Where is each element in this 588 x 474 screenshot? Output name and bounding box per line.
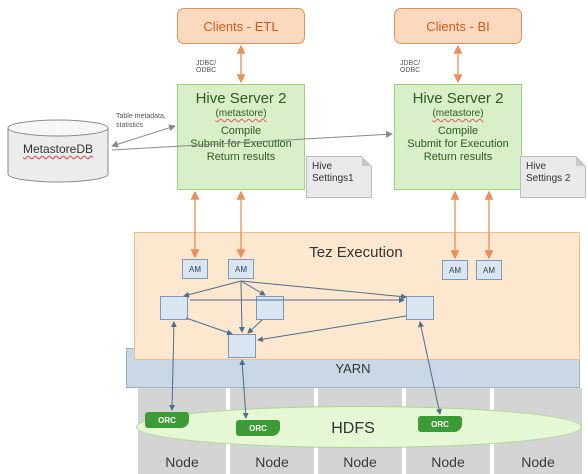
task-box-3 [406, 296, 434, 320]
orc-label: ORC [249, 423, 267, 433]
hive-settings-note-1: Hive Settings1 [306, 156, 372, 198]
metastore-db-label-box: MetastoreDB [6, 138, 110, 160]
am-box-2: AM [228, 259, 254, 279]
hdfs-layer [136, 406, 582, 448]
note-line: Settings1 [312, 173, 354, 184]
clients-etl-box: Clients - ETL [177, 8, 305, 44]
hive-server-subtitle: (metastore) [215, 108, 267, 119]
protocol-label-etl: JDBC/ ODBC [196, 60, 217, 74]
am-box-1: AM [182, 259, 208, 279]
metastore-db-label: MetastoreDB [22, 142, 94, 156]
orc-file-2: ORC [236, 420, 280, 436]
am-label: AM [449, 265, 461, 275]
orc-label: ORC [431, 419, 449, 429]
node-label: Node [343, 454, 377, 470]
tez-title-label: Tez Execution [309, 243, 403, 261]
hive-server-subtitle: (metastore) [432, 108, 484, 119]
edge-label-line: statistics [116, 122, 143, 129]
am-box-3: AM [442, 260, 468, 280]
task-box-2 [256, 296, 284, 320]
node-label: Node [255, 454, 289, 470]
node-label: Node [521, 454, 555, 470]
hive-server-title: Hive Server 2 [412, 90, 504, 107]
node-label: Node [165, 454, 199, 470]
note-line: Hive [526, 161, 547, 172]
clients-bi-box: Clients - BI [394, 8, 522, 44]
edge-label-line: Table metadata, [116, 113, 166, 120]
clients-etl-label: Clients - ETL [203, 18, 279, 34]
hdfs-label: HDFS [331, 420, 375, 437]
hive-server-line: Submit for Execution [190, 138, 292, 150]
am-label: AM [189, 264, 201, 274]
task-box-1 [160, 296, 188, 320]
tez-title: Tez Execution [286, 242, 426, 262]
orc-file-3: ORC [418, 416, 462, 432]
hive-server-title: Hive Server 2 [195, 90, 287, 107]
note-fold [576, 156, 586, 166]
node-label: Node [431, 454, 465, 470]
protocol-label-bi: JDBC/ ODBC [400, 60, 421, 74]
clients-bi-label: Clients - BI [426, 18, 490, 34]
hdfs-title: HDFS [310, 419, 396, 439]
hive-server-line: Compile [220, 125, 262, 137]
hive-server-1: Hive Server 2 (metastore) Compile Submit… [177, 84, 305, 190]
hive-server-line: Return results [206, 151, 276, 163]
am-box-4: AM [476, 260, 502, 280]
hive-settings-note-2: Hive Settings 2 [520, 156, 586, 198]
note-fold [362, 156, 372, 166]
hive-server-line: Compile [437, 125, 479, 137]
orc-label: ORC [158, 415, 176, 425]
task-box-4 [228, 334, 256, 358]
metastore-edge-label: Table metadata, statistics [116, 112, 166, 130]
orc-file-1: ORC [145, 412, 189, 428]
hive-server-line: Submit for Execution [407, 138, 509, 150]
metastore-db-cylinder [7, 119, 109, 183]
am-label: AM [483, 265, 495, 275]
am-label: AM [235, 264, 247, 274]
note-line: Settings 2 [526, 173, 571, 184]
hive-server-2: Hive Server 2 (metastore) Compile Submit… [394, 84, 522, 190]
yarn-label: YARN [335, 360, 371, 376]
note-line: Hive [312, 161, 333, 172]
hive-server-line: Return results [423, 151, 493, 163]
